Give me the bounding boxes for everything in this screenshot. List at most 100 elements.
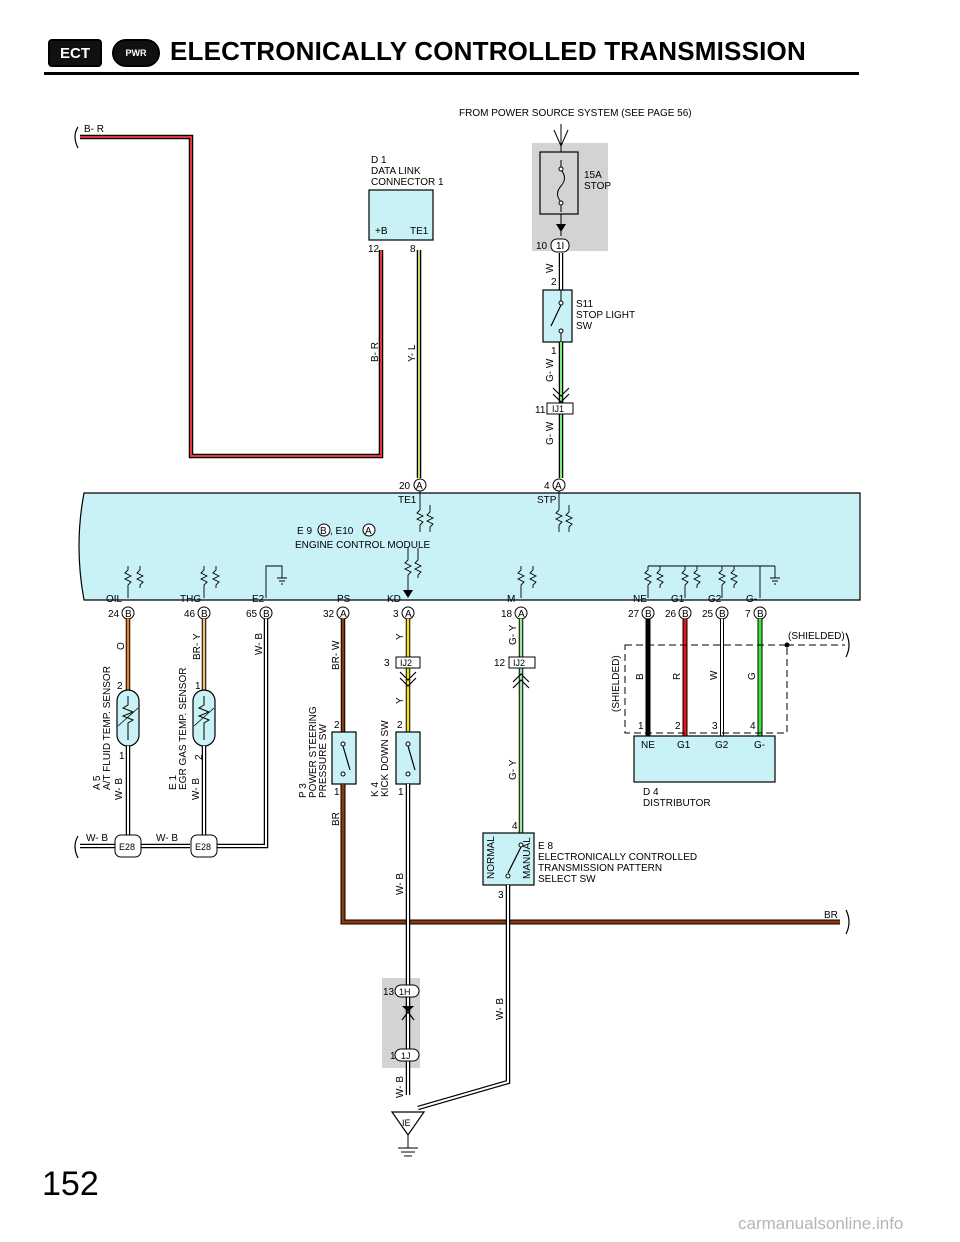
- e28-a: E28: [119, 842, 135, 852]
- wire-label-b: B: [635, 673, 646, 680]
- p3-code: P 3: [298, 783, 309, 798]
- page-number: 152: [42, 1165, 99, 1203]
- shielded-label-vertical: (SHIELDED): [611, 655, 622, 712]
- junction-pin-11: 11: [535, 405, 546, 416]
- wire-label-w-b-e1: W- B: [191, 778, 202, 800]
- dist-term-g2: G2: [715, 740, 729, 751]
- data-link-code: D 1: [371, 155, 387, 166]
- pin-12: 12: [368, 244, 380, 255]
- conn-a-kd: A: [405, 609, 412, 620]
- ect-badge: ECT: [48, 39, 102, 67]
- ecm-term-te1: TE1: [398, 495, 417, 506]
- power-arrow-icon: [553, 129, 569, 148]
- junction-1h: 1H: [399, 987, 411, 997]
- k4-code: K 4: [370, 782, 381, 797]
- wire-label-g-y-2: G- Y: [508, 759, 519, 780]
- conn-a-m: A: [518, 609, 525, 620]
- wire-br: [340, 784, 840, 925]
- conn-b-g1: B: [682, 609, 689, 620]
- wire-label-br-w: BR- W: [331, 640, 342, 670]
- wire-label-br-y: BR- Y: [192, 633, 203, 660]
- conn-b-ne: B: [645, 609, 652, 620]
- pin-2-p3: 2: [334, 720, 340, 731]
- junction-ij1: IJ1: [552, 404, 564, 414]
- a5-code: A 5: [92, 775, 103, 790]
- ecm-name: ENGINE CONTROL MODULE: [295, 540, 431, 551]
- term-oil: OIL: [106, 594, 123, 605]
- stop-light-sw-code: S11: [576, 299, 593, 310]
- term-thg: THG: [180, 594, 201, 605]
- pin-18: 18: [501, 609, 513, 620]
- pin-46: 46: [184, 609, 196, 620]
- engine-control-module-block: [78, 492, 861, 601]
- data-link-name-2: CONNECTOR 1: [371, 177, 444, 188]
- pin-25: 25: [702, 609, 714, 620]
- stop-light-switch-box: [542, 289, 573, 343]
- wire-label-g-y: G- Y: [508, 624, 519, 645]
- term-g2: G2: [708, 594, 722, 605]
- e8-normal: NORMAL: [486, 836, 497, 879]
- stop-light-sw-name-2: SW: [576, 321, 593, 332]
- junction-ij2-a: IJ2: [400, 658, 412, 668]
- junction-1j: 1J: [401, 1051, 411, 1061]
- wire-label-g-w-2: G- W: [545, 421, 556, 445]
- pin-7: 7: [745, 609, 751, 620]
- wire-label-y-l: Y- L: [407, 344, 418, 362]
- wire-w-b-select: [417, 885, 511, 1111]
- wire-label-y: Y: [395, 633, 406, 640]
- term-g1: G1: [671, 594, 685, 605]
- e8-name: ELECTRONICALLY CONTROLLED: [538, 852, 697, 863]
- wire-label-o: O: [116, 642, 127, 650]
- junction-pin-3: 3: [384, 658, 390, 669]
- conn-b-e2: B: [263, 609, 270, 620]
- connector-chevron-icon: [512, 673, 530, 689]
- ecm-code-sep: , E10: [330, 526, 354, 537]
- pin-1-k4: 1: [398, 787, 404, 798]
- connector-chevron-icon: [399, 671, 417, 687]
- ecm-internal-resistors: [123, 491, 780, 598]
- junction-pin-10: 10: [536, 241, 548, 252]
- e28-b: E28: [195, 842, 211, 852]
- page-title: ELECTRONICALLY CONTROLLED TRANSMISSION: [170, 36, 806, 66]
- power-mode-badge: PWR: [112, 39, 160, 67]
- ground-ie-icon: [390, 1111, 426, 1137]
- k4-name: KICK DOWN SW: [380, 720, 391, 797]
- wire-label-w-b-a5: W- B: [114, 778, 125, 800]
- pin-26: 26: [665, 609, 677, 620]
- wire-break-mark: [74, 126, 79, 149]
- pin-24: 24: [108, 609, 120, 620]
- junction-1i: 1I: [556, 241, 564, 252]
- junction-pin-1: 1: [390, 1051, 396, 1062]
- wire-label-w-b-e2: W- B: [254, 633, 265, 655]
- e8-name-3: SELECT SW: [538, 874, 596, 885]
- junction-pin-12: 12: [494, 658, 506, 669]
- pin-1-a5: 1: [119, 751, 125, 762]
- pin-65: 65: [246, 609, 258, 620]
- pin-1-p3: 1: [334, 787, 340, 798]
- shield-outline: [624, 644, 845, 734]
- e8-name-2: TRANSMISSION PATTERN: [538, 863, 662, 874]
- wire-label-w-b-mid: W- B: [156, 833, 178, 844]
- kick-down-switch-box: [395, 731, 421, 785]
- ecm-bottom-terminal-labels: OIL 24 B THG 46 B E2 65 B PS 32 A KD 3 A…: [106, 594, 764, 620]
- pin-1-e1: 1: [195, 681, 201, 692]
- pin-3-e8: 3: [498, 890, 504, 901]
- e28-connectors: [114, 834, 218, 858]
- junction-pin-13: 13: [383, 987, 395, 998]
- a5-name: A/T FLUID TEMP. SENSOR: [102, 666, 113, 790]
- pin-8: 8: [410, 244, 416, 255]
- e8-manual: MANUAL: [522, 837, 533, 879]
- pin-2-k4: 2: [397, 720, 403, 731]
- pin-1: 1: [551, 346, 557, 357]
- term-g-minus: G-: [746, 594, 757, 605]
- distributor-name: DISTRIBUTOR: [643, 798, 711, 809]
- dist-pin-3: 3: [712, 721, 718, 732]
- pin-2-a5: 2: [117, 681, 123, 692]
- pin-4-e8: 4: [512, 821, 518, 832]
- conn-b-thg: B: [201, 609, 208, 620]
- p3-name-2: PRESSURE SW: [318, 724, 329, 798]
- data-link-name: DATA LINK: [371, 166, 421, 177]
- wire-label-br-p3: BR: [331, 812, 342, 826]
- data-link-term-b: +B: [375, 226, 388, 237]
